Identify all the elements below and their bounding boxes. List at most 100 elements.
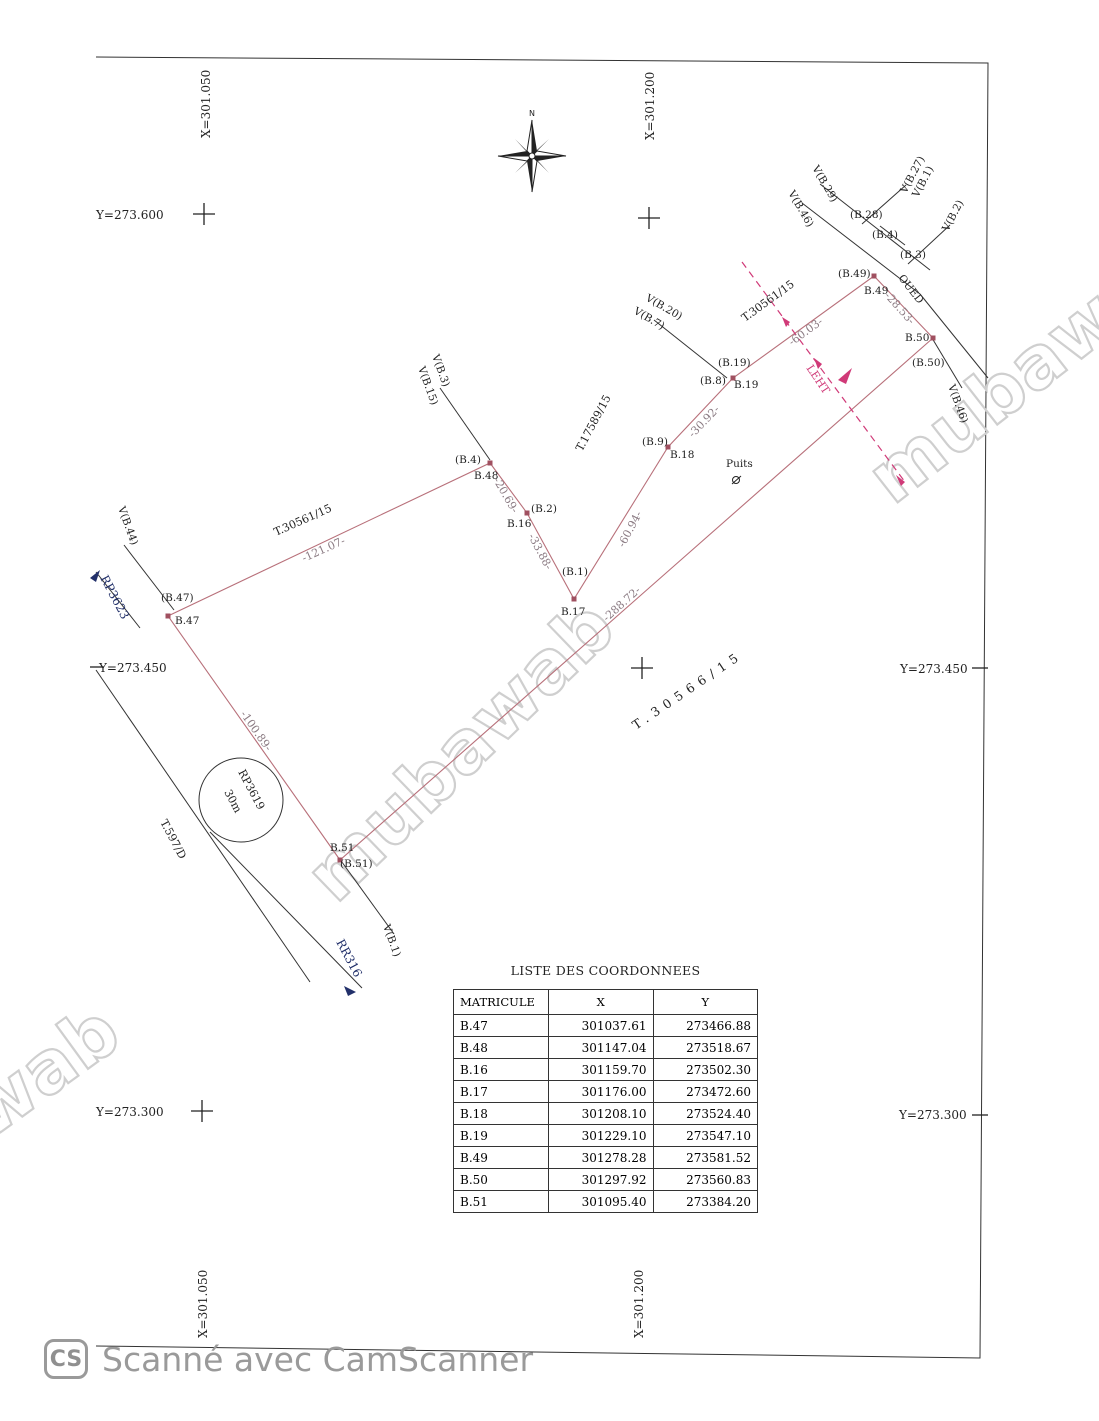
point-marker-b18 bbox=[665, 444, 671, 450]
point-label-b18: B.18 bbox=[670, 449, 694, 461]
cell-x: 301159.70 bbox=[548, 1058, 654, 1081]
point-marker-b49 bbox=[871, 273, 877, 279]
watermark-right: mubaw bbox=[852, 273, 1099, 520]
road-label-rp3623: RP3623 bbox=[97, 573, 132, 622]
grid-label-x-center: X=301.200 bbox=[643, 72, 657, 140]
camscanner-footer: CS Scanné avec CamScanner bbox=[44, 1336, 533, 1382]
point-label-b47: B.47 bbox=[175, 615, 199, 627]
point-label-b17: B.17 bbox=[561, 606, 585, 618]
mark-v-b1b: V(B.1) bbox=[380, 922, 403, 959]
cell-matricule: B.48 bbox=[453, 1036, 549, 1059]
camscanner-logo-icon: CS bbox=[44, 1339, 88, 1379]
mark-b4: (B.4) bbox=[872, 229, 898, 241]
distance-50-51: -288.72- bbox=[600, 584, 643, 625]
point-old-b19: (B.19) bbox=[718, 357, 751, 369]
camscanner-text: Scanné avec CamScanner bbox=[102, 1339, 534, 1379]
distance-51-47: -100.89- bbox=[238, 708, 275, 753]
leht-arrows-icon bbox=[782, 317, 905, 486]
cell-matricule: B.49 bbox=[453, 1146, 549, 1169]
parcel-boundary bbox=[167, 275, 934, 861]
mark-v-b2: V(B.2) bbox=[940, 198, 967, 234]
grid-label-y-mid-left: Y=273.450 bbox=[98, 661, 167, 675]
mark-v-b29: V(B.29) bbox=[809, 163, 840, 205]
distance-17-18: -60.94- bbox=[615, 509, 645, 550]
grid-label-x-center-bottom: X=301.200 bbox=[632, 1270, 646, 1338]
puits-label: Puits bbox=[726, 458, 753, 470]
leht-line bbox=[741, 261, 906, 483]
grid-label-y-bottom-right: Y=273.300 bbox=[898, 1108, 967, 1122]
point-marker-b48 bbox=[487, 460, 493, 466]
cell-matricule: B.16 bbox=[453, 1058, 549, 1081]
point-old-b49: (B.49) bbox=[838, 268, 871, 280]
mark-b3: (B.3) bbox=[900, 249, 926, 261]
cell-x: 301147.04 bbox=[548, 1036, 654, 1059]
mark-v-b44: V(B.44) bbox=[115, 504, 140, 547]
grid-crosses bbox=[90, 203, 988, 1122]
cell-x: 301037.61 bbox=[548, 1014, 654, 1037]
cell-matricule: B.17 bbox=[453, 1080, 549, 1103]
header-matricule: MATRICULE bbox=[453, 989, 549, 1015]
grid-label-y-mid-right: Y=273.450 bbox=[899, 662, 968, 676]
grid-label-y-bottom-left: Y=273.300 bbox=[95, 1105, 164, 1119]
cell-y: 273560.83 bbox=[652, 1168, 758, 1191]
cell-y: 273472.60 bbox=[652, 1080, 758, 1103]
point-old-b18: (B.9) bbox=[642, 436, 668, 448]
cell-y: 273581.52 bbox=[652, 1146, 758, 1169]
grid-label-y-top: Y=273.600 bbox=[95, 208, 164, 222]
road-lines bbox=[95, 183, 989, 989]
mark-b28: (B.28) bbox=[850, 209, 883, 221]
leht-label: LEHT bbox=[804, 362, 833, 397]
cell-y: 273502.30 bbox=[652, 1058, 758, 1081]
well-icon bbox=[731, 475, 742, 485]
point-old-b17: (B.1) bbox=[562, 566, 588, 578]
road-label-rr316: RR316 bbox=[333, 937, 365, 980]
cell-y: 273384.20 bbox=[652, 1190, 758, 1213]
point-old-b16: (B.2) bbox=[531, 503, 557, 515]
cell-y: 273524.40 bbox=[652, 1102, 758, 1125]
point-label-b51: B.51 bbox=[330, 842, 354, 854]
header-x: X bbox=[548, 989, 654, 1015]
distance-48-16: -20.69- bbox=[490, 475, 521, 515]
mark-b8: (B.8) bbox=[700, 375, 726, 387]
cell-matricule: B.19 bbox=[453, 1124, 549, 1147]
cell-x: 301176.00 bbox=[548, 1080, 654, 1103]
table-header-row: MATRICULE X Y bbox=[453, 989, 758, 1015]
point-markers bbox=[165, 273, 936, 863]
point-label-b16: B.16 bbox=[507, 518, 532, 530]
north-arrow-icon: N bbox=[497, 109, 567, 193]
point-label-b19: B.19 bbox=[734, 379, 758, 391]
point-marker-b17 bbox=[571, 596, 577, 602]
point-old-b50: (B.50) bbox=[912, 357, 945, 369]
point-old-b51: (B.51) bbox=[340, 858, 373, 870]
header-y: Y bbox=[652, 989, 758, 1015]
point-marker-b50 bbox=[930, 335, 936, 341]
parcel-label-t30561-top: T.30561/15 bbox=[739, 278, 797, 325]
parcel-label-t30566: T.30566/15 bbox=[629, 647, 745, 732]
cell-x: 301208.10 bbox=[548, 1102, 654, 1125]
cell-matricule: B.50 bbox=[453, 1168, 549, 1191]
distance-19-49: -60.03- bbox=[786, 315, 825, 349]
distance-47-48: -121.07- bbox=[300, 534, 347, 565]
cell-matricule: B.18 bbox=[453, 1102, 549, 1125]
cell-y: 273518.67 bbox=[652, 1036, 758, 1059]
parcel-label-t17589: T.17589/15 bbox=[573, 393, 614, 454]
cell-x: 301229.10 bbox=[548, 1124, 654, 1147]
road-label-rp3619-width: 30m bbox=[221, 787, 244, 815]
cell-matricule: B.47 bbox=[453, 1014, 549, 1037]
point-marker-b19 bbox=[730, 375, 736, 381]
point-label-b49: B.49 bbox=[864, 285, 888, 297]
mark-v-b46a: V(B.46) bbox=[785, 188, 816, 230]
road-rp3619-circle bbox=[198, 757, 284, 843]
grid-label-x-left-bottom: X=301.050 bbox=[196, 1270, 210, 1338]
